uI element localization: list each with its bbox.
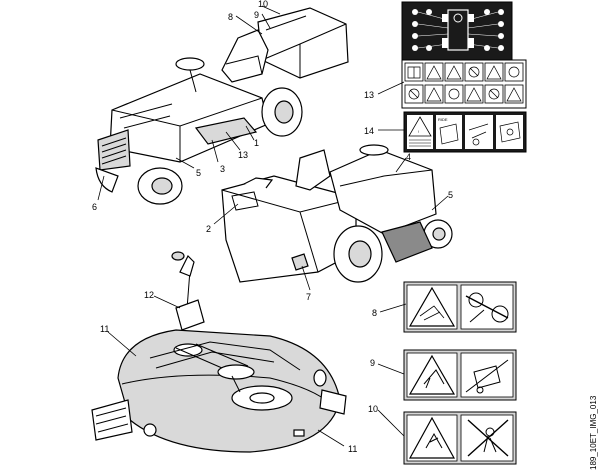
- callout-11-deck-top: 11: [100, 324, 109, 334]
- decal-14-brand: RIDE: [438, 117, 448, 122]
- mower-rear-illustration: [221, 144, 453, 283]
- decal-10-bystander-warning: [403, 411, 517, 465]
- callout-4: 4: [406, 152, 411, 162]
- callout-13-tractor: 13: [238, 150, 248, 160]
- callout-7: 7: [306, 292, 311, 302]
- callout-10-tractor: 10: [258, 0, 268, 9]
- cutting-deck-illustration: [91, 251, 347, 453]
- callout-8-decal: 8: [372, 308, 377, 318]
- callout-9-tractor: 9: [254, 10, 259, 20]
- decal-8-thrown-objects: [403, 281, 517, 333]
- callout-12: 12: [144, 290, 154, 300]
- callout-8-tractor: 8: [228, 12, 233, 22]
- callout-14-decal: 14: [364, 126, 374, 136]
- decal-9-slope-warning: [403, 349, 517, 401]
- callout-1: 1: [254, 138, 259, 148]
- tractor-illustration: [95, 7, 349, 205]
- callout-10-decal: 10: [368, 404, 378, 414]
- callout-5-mower: 5: [448, 190, 453, 200]
- callout-5-tractor: 5: [196, 168, 201, 178]
- callout-2: 2: [206, 224, 211, 234]
- figure-id: 189_10ET_IMG_013: [589, 395, 598, 470]
- decal-14-warning-label: ! RIDE: [403, 111, 527, 153]
- decal-14-heading: !: [418, 129, 419, 134]
- callout-labels: 8 9 10 13 14 13 1 3 5 6 4 5 2 7 12 11 11…: [92, 0, 453, 454]
- decal-13-operating-symbols: [401, 1, 527, 109]
- callout-9-decal: 9: [370, 358, 375, 368]
- callout-11-deck-bottom: 11: [348, 444, 357, 454]
- callout-6: 6: [92, 202, 97, 212]
- leader-lines: [97, 5, 449, 447]
- callout-3: 3: [220, 164, 225, 174]
- callout-13-decal: 13: [364, 90, 374, 100]
